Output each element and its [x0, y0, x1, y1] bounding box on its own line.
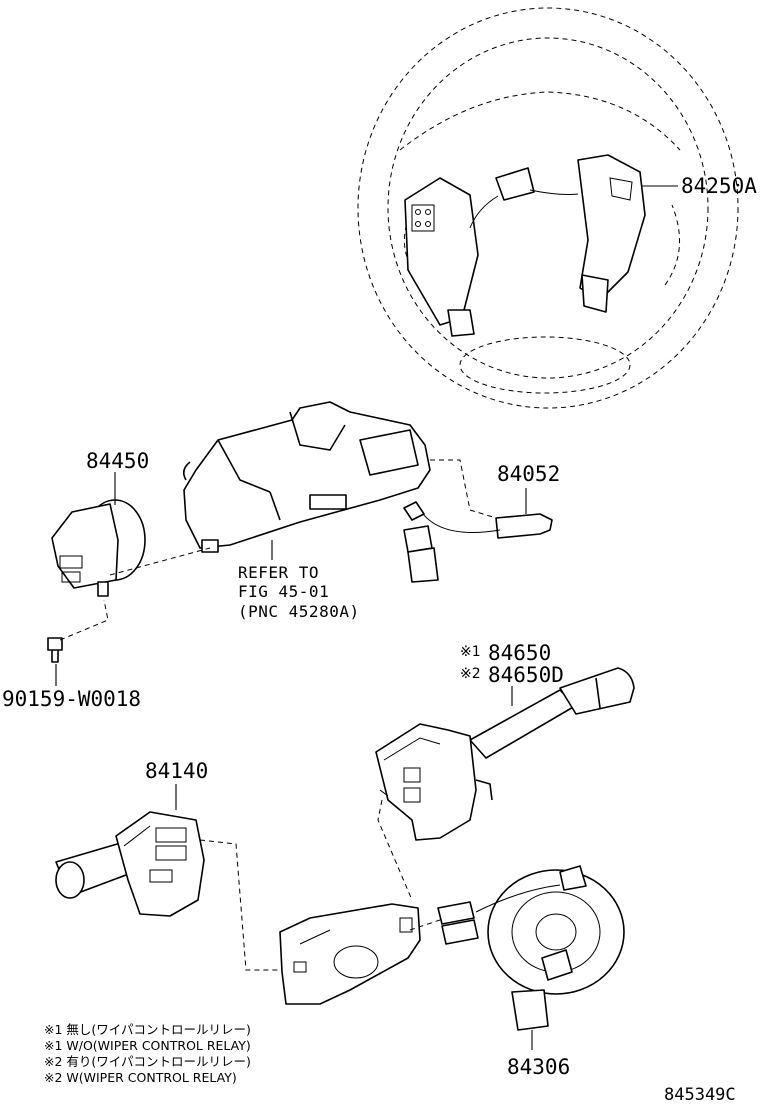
spiral-cable-illustration [437, 865, 625, 1031]
steering-switch-left [404, 177, 479, 337]
refer-line-1: REFER TO [238, 563, 319, 582]
relay-notes: ※1 無し(ワイパコントロールリレー) ※1 W/O(WIPER CONTROL… [44, 1022, 251, 1085]
marker-2: ※2 [460, 666, 481, 682]
note-line-1: ※1 無し(ワイパコントロールリレー) [44, 1022, 251, 1037]
refer-line-2: FIG 45-01 [238, 582, 329, 601]
part-number-84650[interactable]: 84650 [488, 641, 551, 665]
refer-to-note: REFER TO FIG 45-01 (PNC 45280A) [238, 563, 360, 621]
note-line-2: ※1 W/O(WIPER CONTROL RELAY) [44, 1038, 251, 1053]
connector-illustration [403, 501, 553, 583]
part-number-84052[interactable]: 84052 [497, 462, 560, 486]
part-number-84140[interactable]: 84140 [145, 759, 208, 783]
marker-1: ※1 [460, 644, 481, 660]
part-number-84650d[interactable]: 84650D [488, 663, 564, 687]
steering-wheel-illustration [357, 7, 739, 409]
part-number-90159-w0018[interactable]: 90159-W0018 [2, 687, 141, 711]
bolt-illustration [47, 637, 63, 663]
column-cover-illustration [182, 401, 431, 553]
combination-switch-base-illustration [279, 903, 421, 1005]
part-number-84306[interactable]: 84306 [507, 1055, 570, 1079]
ignition-switch-illustration [51, 499, 146, 597]
part-number-84250a[interactable]: 84250A [681, 174, 757, 198]
wiper-switch-illustration [375, 667, 635, 841]
figure-code: 845349C [664, 1085, 736, 1105]
refer-line-3: (PNC 45280A) [238, 602, 360, 621]
part-number-84450[interactable]: 84450 [86, 449, 149, 473]
note-line-3: ※2 有り(ワイパコントロールリレー) [44, 1054, 251, 1069]
headlamp-switch-illustration [55, 811, 205, 917]
note-line-4: ※2 W(WIPER CONTROL RELAY) [44, 1070, 237, 1085]
steering-switch-right [469, 154, 646, 313]
